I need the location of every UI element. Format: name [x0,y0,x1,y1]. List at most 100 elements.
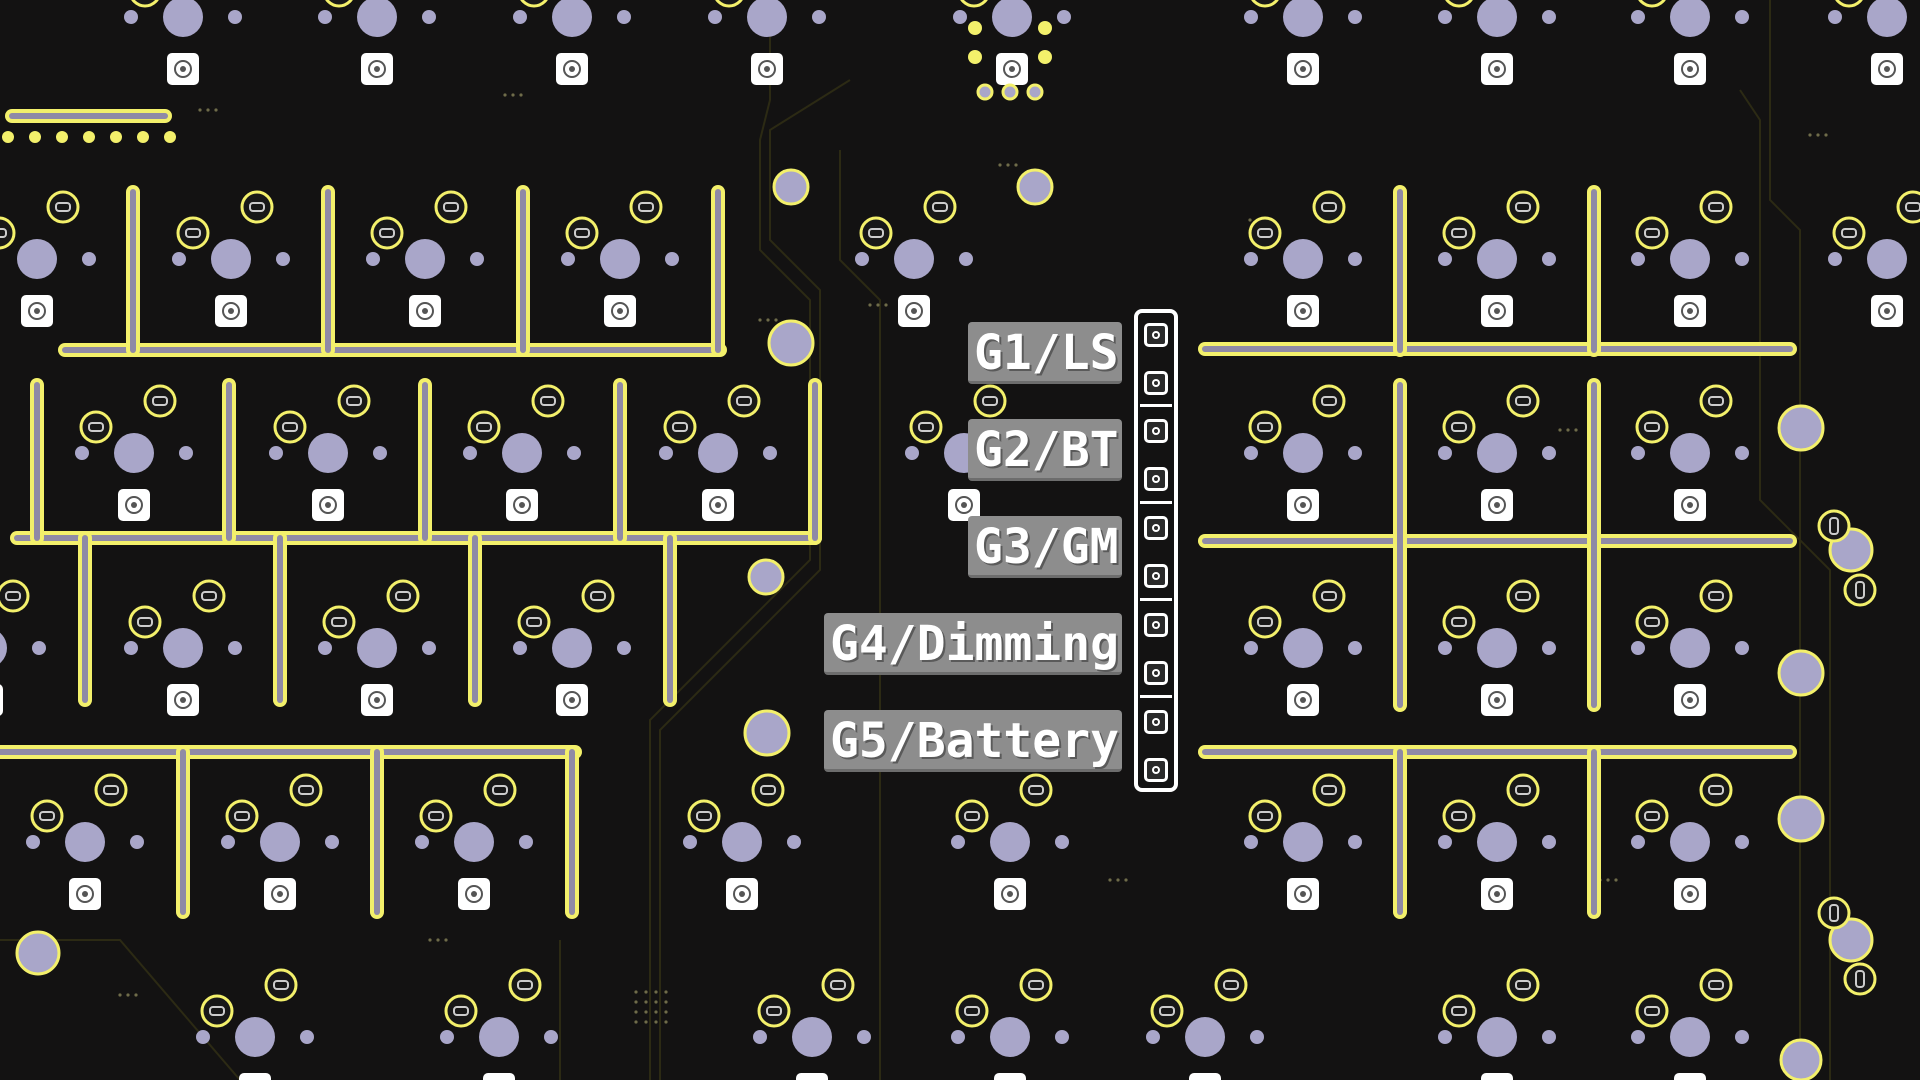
switch-pad-side [1542,10,1556,24]
switch-footprint [1828,190,1920,327]
switch-pad-center [1670,239,1710,279]
switch-hole-slot [1451,811,1467,821]
switch-pad-center [260,822,300,862]
switch-pad-center [1477,433,1517,473]
via-dot [206,108,210,112]
switch-pad-side [1542,641,1556,655]
switch-pad-side [1631,10,1645,24]
switch-led-pad [0,684,3,716]
switch-pad-side [1438,835,1452,849]
switch-footprint [172,190,290,327]
switch-footprint [26,773,144,910]
switch-footprint [1438,190,1556,327]
switch-pad-center [992,0,1032,37]
switch-led-dot [961,502,967,508]
switch-led-dot [1494,308,1500,314]
switch-led-pad [1481,1073,1513,1080]
mounting-pad [767,319,815,367]
switch-footprint [1438,0,1556,85]
switch-pad-side [1631,1030,1645,1044]
switch-pad-center [1867,239,1907,279]
via-dot [126,993,130,997]
switch-pad-side [1438,10,1452,24]
switch-pad-side [1828,252,1842,266]
switch-pad-center [163,628,203,668]
switch-hole-slot [249,202,265,212]
switch-pad-side [1438,446,1452,460]
switch-hole-slot [1451,1006,1467,1016]
switch-pad-center [1477,1017,1517,1057]
switch-hole-slot [1257,617,1273,627]
switch-pad-side [179,446,193,460]
header-pin [1144,419,1168,443]
switch-led-dot [1300,891,1306,897]
switch-pad-side [1348,446,1362,460]
header-divider [1140,404,1172,407]
header-pin [1144,323,1168,347]
pad-dot [1001,83,1019,101]
switch-pad-side [1735,446,1749,460]
switch-pad-side [959,252,973,266]
header-pin [1144,371,1168,395]
switch-hole-slot [540,396,556,406]
label-g1: G1/LS [968,322,1122,384]
switch-footprint [1438,773,1556,910]
switch-footprint [1438,384,1556,521]
via-dot [644,990,648,994]
switch-pad-side [32,641,46,655]
switch-footprint [196,968,314,1080]
switch-footprint [0,579,46,716]
switch-pad-center [552,0,592,37]
via-dot [868,303,872,307]
switch-pad-side [812,10,826,24]
switch-pad-center [1670,822,1710,862]
switch-pad-side [1735,835,1749,849]
mounting-pad [747,558,785,596]
switch-footprint [1244,0,1362,85]
switch-hole-slot [1159,1006,1175,1016]
switch-led-dot [519,502,525,508]
via-dot [654,1020,658,1024]
switch-hole-slot [428,811,444,821]
switch-pad-side [1244,835,1258,849]
header-pin [1144,613,1168,637]
switch-hole-slot [1451,422,1467,432]
switch-pad-center [1283,822,1323,862]
via-dot [511,93,515,97]
switch-pad-side [422,641,436,655]
via-dot [503,93,507,97]
via-dot [1808,133,1812,137]
switch-led-pad [1674,1073,1706,1080]
switch-footprint [1244,190,1362,327]
switch-footprint [1631,384,1749,521]
switch-hole-slot [982,396,998,406]
switch-pad-side [857,1030,871,1044]
switch-pad-side [513,10,527,24]
switch-hole-slot [1257,228,1273,238]
switch-hole-slot [868,228,884,238]
switch-pad-center [894,239,934,279]
switch-footprint [463,384,581,521]
switch-pad-center [502,433,542,473]
switch-pad-side [519,835,533,849]
switch-pad-center [1867,0,1907,37]
switch-hole-slot [492,785,508,795]
switch-pad-center [1670,0,1710,37]
switch-hole-slot [5,591,21,601]
switch-hole-slot [736,396,752,406]
switch-hole-slot [39,811,55,821]
pad-dot [968,21,982,35]
via-dot [1574,428,1578,432]
switch-hole-slot [1708,980,1724,990]
switch-hole-slot [1644,811,1660,821]
via-slot [1855,581,1865,599]
switch-pad-side [172,252,186,266]
switch-pad-side [196,1030,210,1044]
switch-pad-side [228,641,242,655]
switch-pad-center [479,1017,519,1057]
via-dot [1014,163,1018,167]
via-dot [884,303,888,307]
switch-footprint [440,968,558,1080]
switch-hole-slot [1321,591,1337,601]
via-dot [654,990,658,994]
